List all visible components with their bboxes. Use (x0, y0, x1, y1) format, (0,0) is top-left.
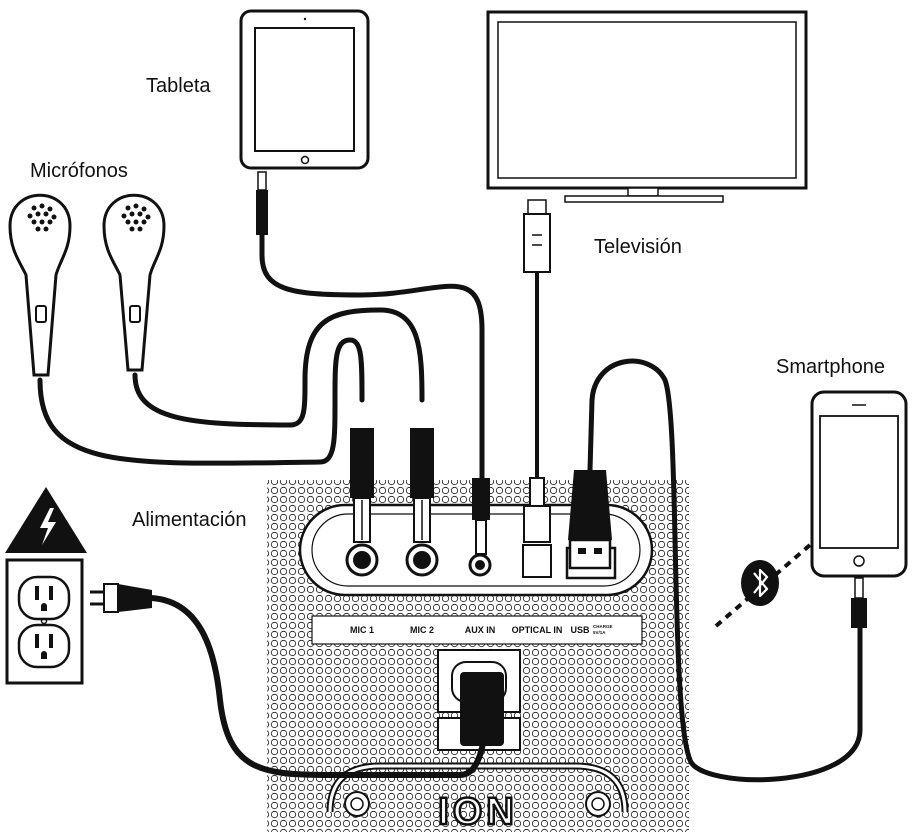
port-optical-in[interactable] (522, 544, 552, 578)
jack-mic2[interactable] (405, 543, 439, 577)
tablet-label: Tableta (146, 75, 211, 97)
handle-screw-right (585, 791, 611, 817)
tv-icon (486, 10, 808, 273)
power-outlet-icon (5, 558, 84, 685)
label-usb: USB (570, 625, 590, 635)
label-optical-in: OPTICAL IN (512, 625, 563, 635)
cable-mic2 (132, 307, 425, 428)
bluetooth-icon (741, 560, 779, 606)
handle-screw-left (344, 791, 370, 817)
cable-mic1 (37, 337, 365, 466)
warning-electric-icon (5, 487, 87, 553)
cable-tablet-aux (259, 227, 485, 483)
label-usb-note-1: CHARGE (593, 624, 613, 629)
microphone-icon (8, 193, 72, 377)
plug-mic1 (350, 428, 374, 543)
smartphone-label: Smartphone (776, 356, 885, 378)
tablet-icon (239, 9, 370, 235)
microphone-icon (102, 193, 166, 372)
power-label: Alimentación (132, 509, 247, 531)
smartphone-icon (810, 390, 908, 628)
cable-power (147, 595, 488, 778)
mics-label: Micrófonos (30, 160, 128, 182)
label-usb-note-2: 5V/1A (593, 630, 606, 635)
tv-label: Televisión (594, 236, 682, 258)
plug-mic2 (410, 428, 434, 543)
plug-aux (472, 478, 490, 555)
plug-power (460, 672, 504, 746)
plug-usb (568, 470, 612, 570)
brand-logo: ION (438, 791, 518, 832)
label-aux-in: AUX IN (465, 625, 496, 635)
jack-aux-in[interactable] (468, 553, 492, 577)
power-plug-icon (90, 583, 152, 613)
jack-mic1[interactable] (345, 543, 379, 577)
label-mic2: MIC 2 (410, 625, 434, 635)
plug-optical (523, 477, 551, 543)
label-strip (311, 615, 643, 645)
cable-smartphone-usb (587, 358, 863, 783)
label-mic1: MIC 1 (350, 625, 374, 635)
